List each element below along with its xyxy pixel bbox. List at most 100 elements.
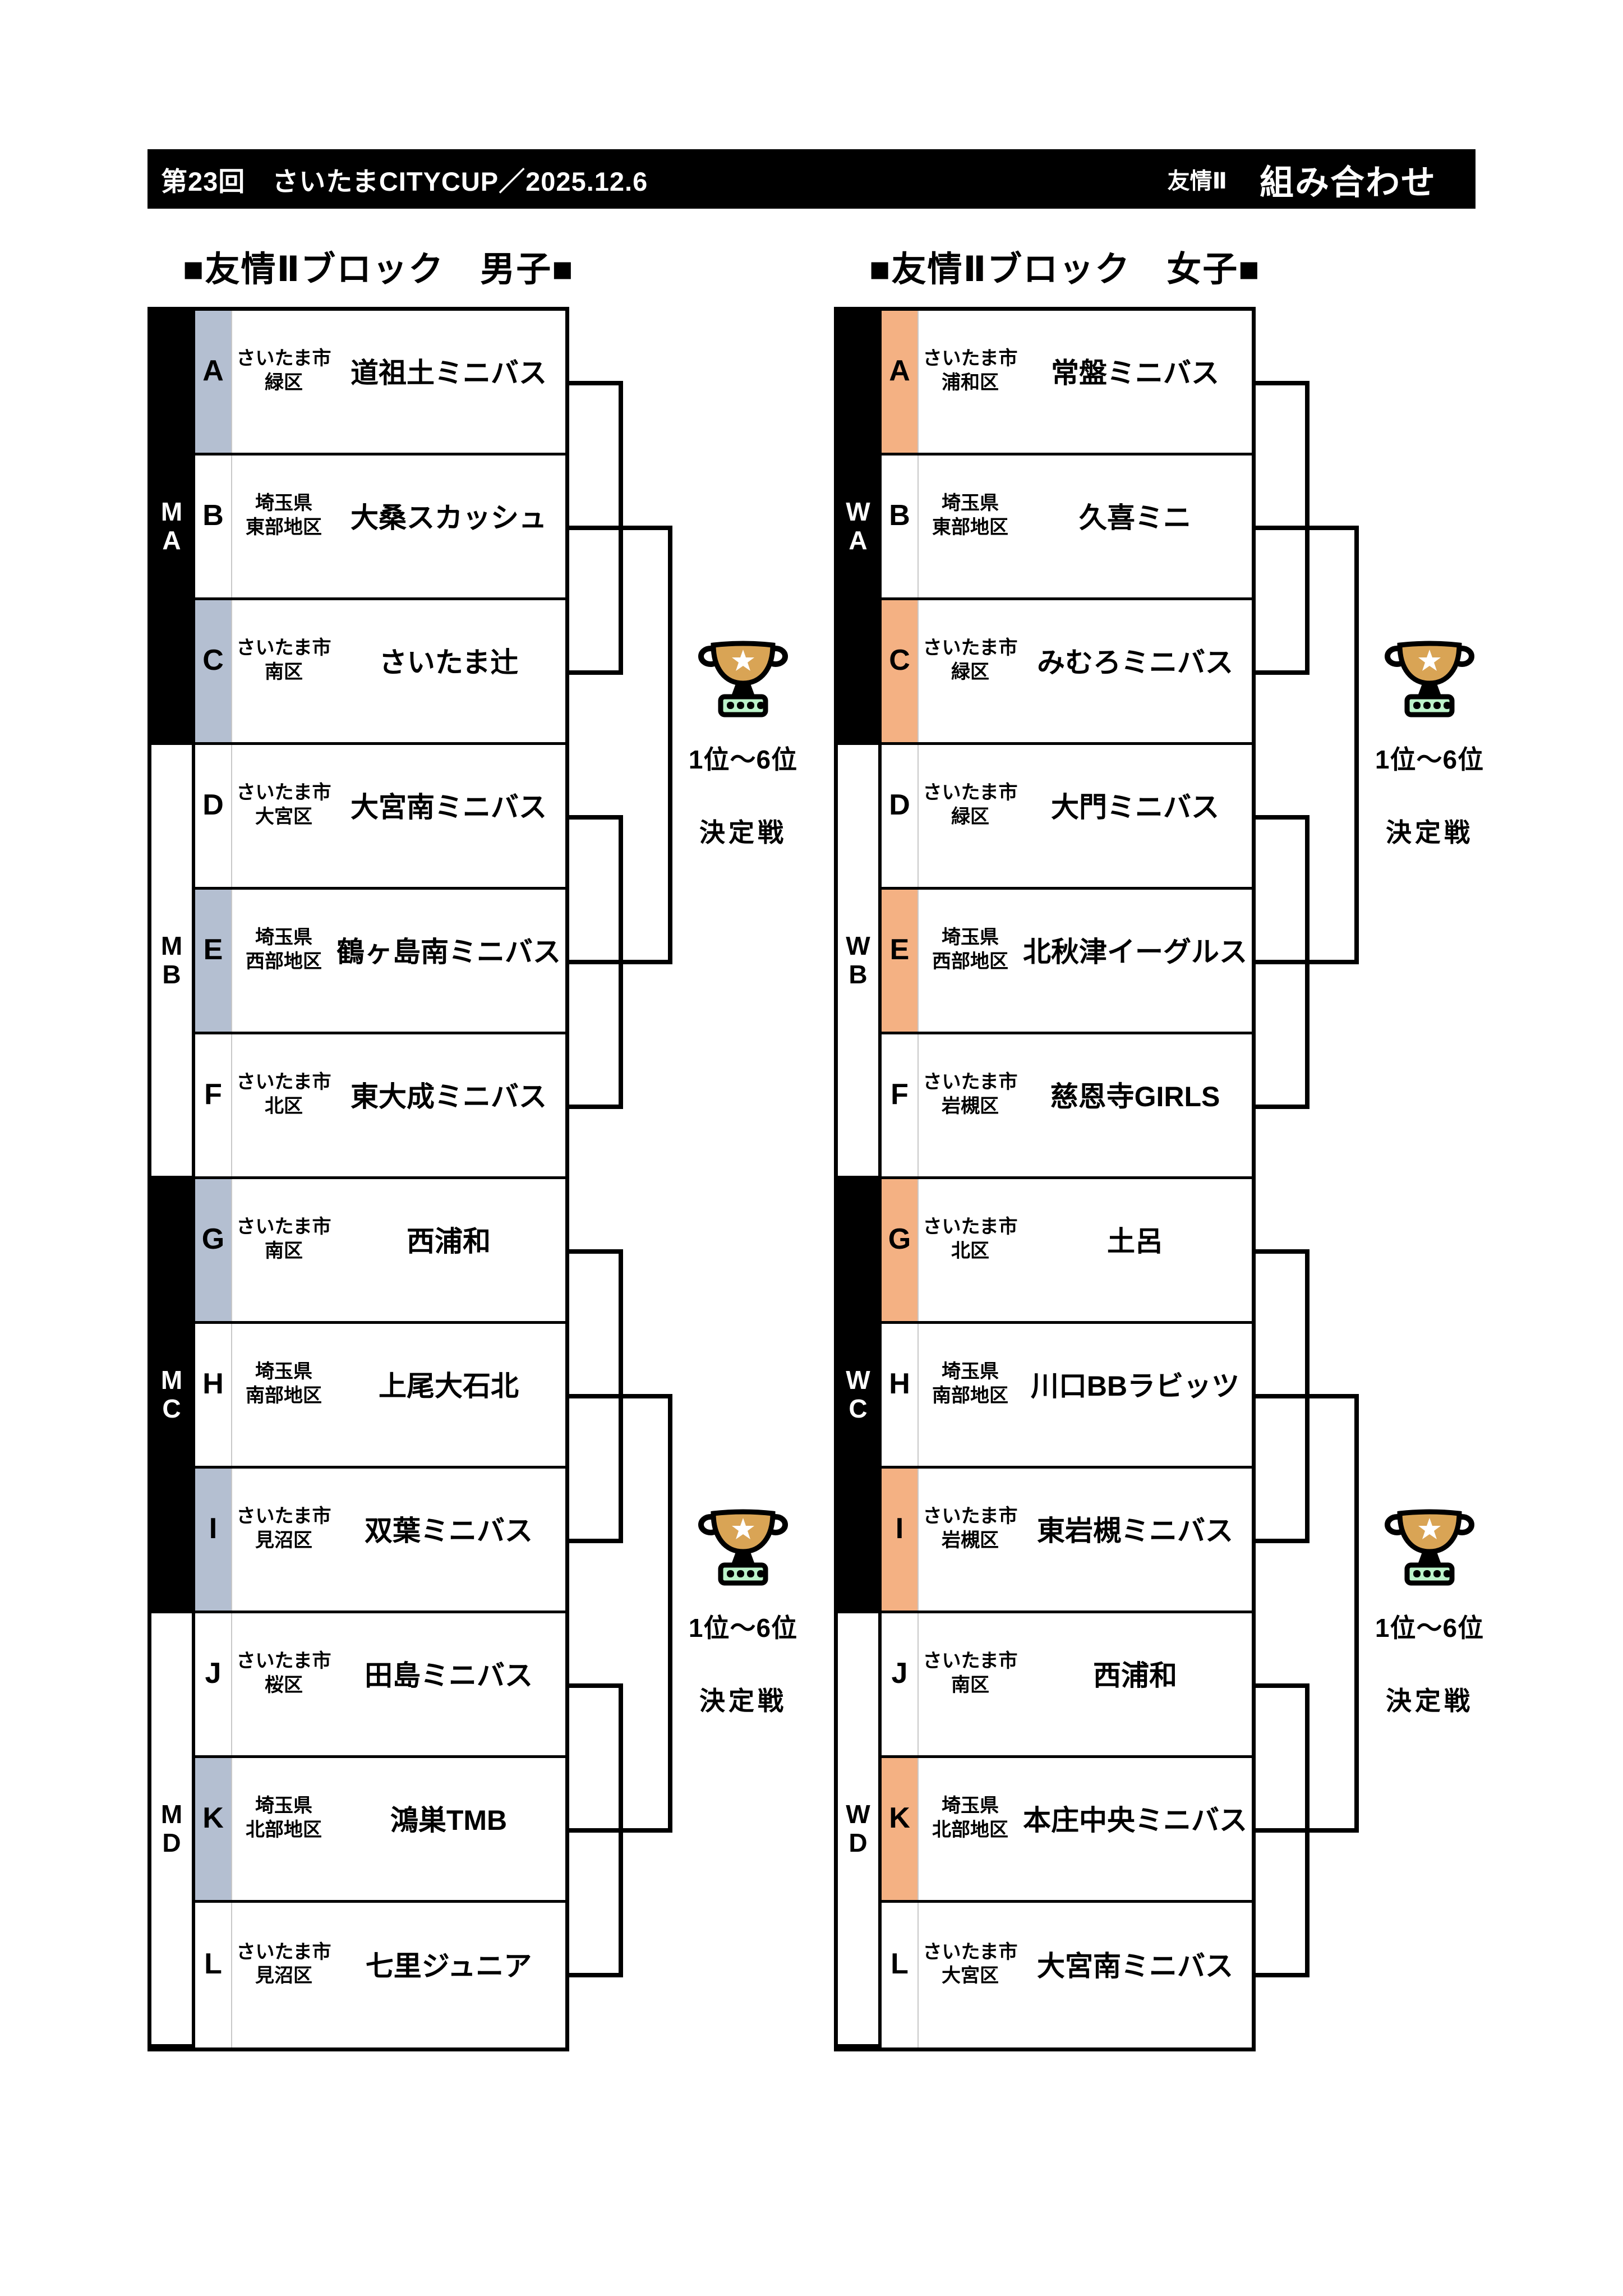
team-name: 本庄中央ミニバス	[1023, 1804, 1247, 1836]
team-region: さいたま市南区	[233, 1179, 334, 1321]
region-line: さいたま市	[236, 1071, 331, 1093]
bracket-line	[1354, 1394, 1359, 1833]
region-line: 埼玉県	[942, 927, 999, 948]
team-name: 鴻巣TMB	[390, 1804, 508, 1836]
team-region: 埼玉県北部地区	[920, 1758, 1021, 1900]
women-bracket-title: ■友情Ⅱブロック 女子■	[869, 250, 1261, 289]
group-bar-label: W	[846, 1800, 870, 1829]
group-bar-label: B	[849, 960, 868, 989]
region-line: さいたま市	[236, 1941, 331, 1963]
team-name: 西浦和	[407, 1225, 491, 1257]
region-line: 南区	[265, 661, 303, 683]
bracket-line	[1256, 381, 1310, 385]
bracket-line	[569, 815, 623, 820]
team-region: さいたま市南区	[920, 1613, 1021, 1755]
seed-letter: C	[195, 600, 232, 742]
region-line: 埼玉県	[942, 1361, 999, 1382]
region-line: 東部地区	[932, 516, 1008, 538]
women-playoff-top: 1位〜6位 決定戦	[1340, 628, 1519, 849]
trophy-icon	[698, 641, 788, 717]
team-region: 埼玉県東部地区	[920, 455, 1021, 597]
region-line: 東部地区	[246, 516, 322, 538]
playoff-final-label: 決定戦	[1386, 1686, 1473, 1715]
region-line: さいたま市	[236, 1650, 331, 1672]
region-line: 北部地区	[246, 1819, 322, 1841]
bracket-line	[1256, 1683, 1310, 1688]
bracket-line	[1256, 1973, 1310, 1977]
group-bar-label: W	[846, 1365, 870, 1395]
team-name: 慈恩寺GIRLS	[1050, 1080, 1220, 1112]
group-bar-label: C	[162, 1394, 181, 1423]
seed-letter: I	[195, 1469, 232, 1611]
region-line: さいたま市	[923, 1650, 1018, 1672]
team-name: 土呂	[1107, 1225, 1163, 1257]
group-bar-label: M	[160, 497, 183, 527]
playoff-range-label: 1位〜6位	[1375, 745, 1484, 774]
region-line: 桜区	[265, 1674, 303, 1696]
team-region: さいたま市大宮区	[233, 745, 334, 887]
playoff-range-label: 1位〜6位	[688, 745, 798, 774]
region-line: さいたま市	[236, 348, 331, 369]
men-bracket-title: ■友情Ⅱブロック 男子■	[183, 250, 574, 289]
seed-letter: F	[882, 1034, 919, 1176]
region-line: さいたま市	[923, 782, 1018, 803]
seed-letter: K	[882, 1758, 919, 1900]
seed-letter: I	[882, 1469, 919, 1611]
playoff-range-label: 1位〜6位	[688, 1613, 798, 1642]
team-region: さいたま市北区	[920, 1179, 1021, 1321]
pairings-title: 組み合わせ	[1259, 163, 1436, 201]
team-name: 田島ミニバス	[365, 1659, 533, 1691]
group-bar-label: A	[849, 526, 868, 555]
header-right: 友情Ⅱ 組み合わせ	[1168, 154, 1476, 204]
region-line: さいたま市	[236, 637, 331, 659]
seed-letter: L	[195, 1903, 232, 2047]
team-region: さいたま市大宮区	[920, 1903, 1021, 2047]
team-name: 七里ジュニア	[365, 1950, 532, 1982]
team-name: 久喜ミニ	[1079, 501, 1191, 533]
seed-letter: D	[195, 745, 232, 887]
team-region: 埼玉県西部地区	[920, 890, 1021, 1032]
team-region: 埼玉県西部地区	[233, 890, 334, 1032]
team-region: 埼玉県東部地区	[233, 455, 334, 597]
region-line: 北部地区	[932, 1819, 1008, 1841]
bracket-line	[1256, 670, 1310, 675]
region-line: 南区	[951, 1674, 989, 1696]
bracket-line	[569, 1105, 623, 1109]
seed-letter: B	[195, 455, 232, 597]
seed-letter: E	[882, 890, 919, 1032]
region-line: 埼玉県	[255, 493, 312, 514]
group-bar-label: D	[162, 1828, 181, 1857]
region-line: さいたま市	[236, 782, 331, 803]
group-bar-label: D	[849, 1828, 868, 1857]
trophy-icon	[698, 1509, 788, 1586]
region-line: 西部地区	[932, 950, 1008, 972]
region-line: 南区	[265, 1240, 303, 1262]
region-line: 北区	[951, 1240, 989, 1262]
team-name: 道祖土ミニバス	[351, 357, 547, 389]
region-line: 岩槻区	[942, 1095, 999, 1117]
women-playoff-bottom: 1位〜6位 決定戦	[1340, 1497, 1519, 1718]
team-name: 北秋津イーグルス	[1023, 936, 1247, 968]
playoff-final-label: 決定戦	[1386, 818, 1473, 847]
bracket-line	[569, 1828, 672, 1833]
region-line: 浦和区	[942, 371, 999, 393]
group-bar-label: W	[846, 497, 870, 527]
region-line: 埼玉県	[255, 1795, 312, 1816]
team-name: 大桑スカッシュ	[351, 501, 547, 533]
team-region: さいたま市見沼区	[233, 1903, 334, 2047]
